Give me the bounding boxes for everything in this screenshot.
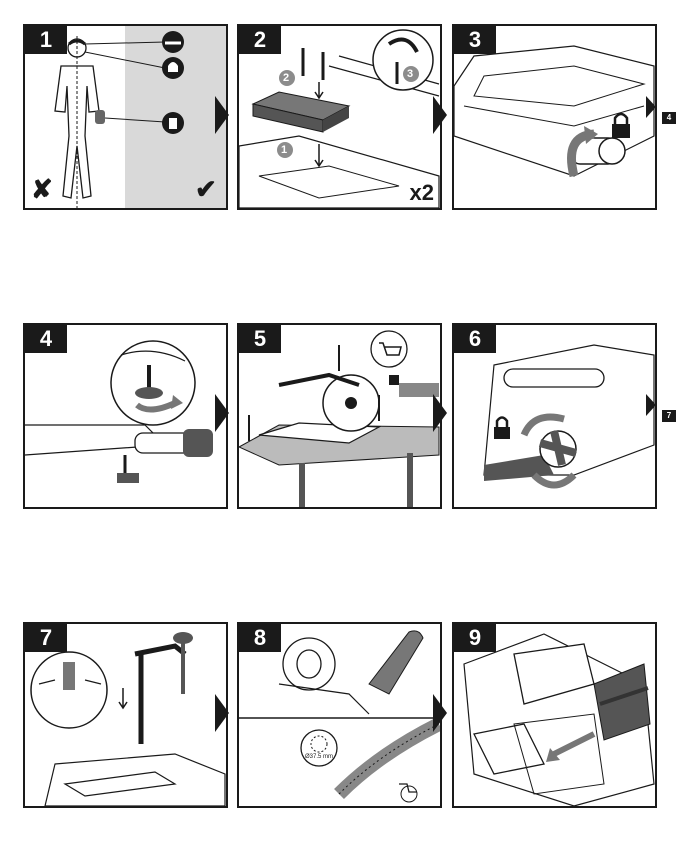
- step-9-panel: 9: [452, 622, 657, 808]
- step-number: 6: [454, 325, 496, 353]
- mount-on-bench-illustration: [239, 330, 440, 507]
- quantity-label: x2: [409, 180, 434, 205]
- lock-icon: [494, 427, 510, 439]
- step-number: 1: [25, 26, 67, 54]
- wrong-mark-icon: ✘: [31, 174, 53, 204]
- step-number: 8: [239, 624, 281, 652]
- lock-icon: [612, 124, 630, 138]
- lock-handle-illustration: [483, 344, 655, 489]
- next-step-reference: 4: [662, 112, 676, 124]
- clamp-illustration: [30, 632, 226, 806]
- step-number: 3: [454, 26, 496, 54]
- next-step-arrow-icon: [433, 96, 447, 134]
- lock-knob-illustration: [454, 45, 655, 178]
- step-1-panel: 1 ✘ ✔: [23, 24, 228, 210]
- next-step-arrow-icon: [215, 96, 229, 134]
- step-8-panel: 8 Ø37.5 mm: [237, 622, 442, 808]
- table-extension-illustration: [239, 29, 440, 208]
- next-step-arrow-icon: [433, 694, 447, 732]
- ppe-person-illustration: [25, 26, 184, 208]
- step-6-panel: 6: [452, 323, 657, 509]
- battery-insert-illustration: [463, 633, 655, 806]
- leveling-foot-illustration: [25, 340, 213, 483]
- step-number: 4: [25, 325, 67, 353]
- step-2-panel: 2 2 1 3 x2: [237, 24, 442, 210]
- step-4-panel: 4: [23, 323, 228, 509]
- next-step-arrow-icon: [646, 394, 656, 416]
- step-3-panel: 3: [452, 24, 657, 210]
- dust-extraction-illustration: [239, 630, 440, 803]
- step-7-panel: 7: [23, 622, 228, 808]
- callout-2: 2: [283, 72, 290, 84]
- hose-diameter-label: Ø37.5 mm: [305, 754, 334, 760]
- step-number: 9: [454, 624, 496, 652]
- info-icon: [389, 375, 399, 385]
- shopping-cart-icon: [379, 342, 402, 356]
- next-step-arrow-icon: [433, 394, 447, 432]
- next-step-arrow-icon: [646, 96, 656, 118]
- step-5-panel: 5: [237, 323, 442, 509]
- right-mark-icon: ✔: [195, 174, 217, 204]
- callout-1: 1: [281, 144, 288, 156]
- callout-3: 3: [407, 68, 414, 80]
- next-step-arrow-icon: [215, 694, 229, 732]
- shopping-cart-icon: [399, 783, 417, 793]
- step-number: 2: [239, 26, 281, 54]
- next-step-reference: 7: [662, 410, 676, 422]
- next-step-arrow-icon: [215, 394, 229, 432]
- step-number: 5: [239, 325, 281, 353]
- step-number: 7: [25, 624, 67, 652]
